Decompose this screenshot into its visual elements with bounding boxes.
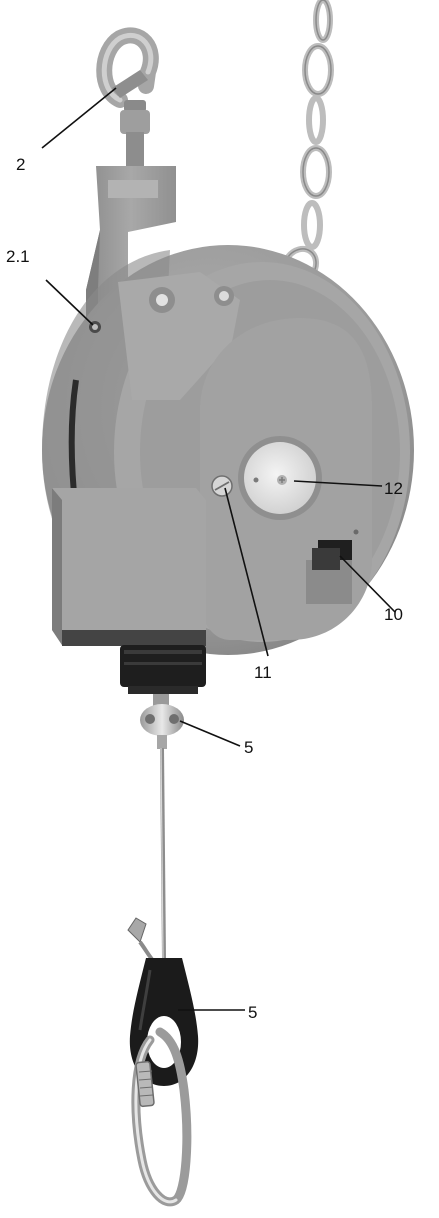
- leader-2-1: [45, 279, 94, 326]
- callout-leaders: [41, 87, 396, 1011]
- callout-label-5-bottom: 5: [248, 1003, 258, 1022]
- control-panel: [200, 318, 372, 640]
- leader-5-top: [179, 720, 241, 747]
- carabiner: [131, 1027, 192, 1207]
- lower-housing-box: [52, 488, 206, 646]
- suspension-hook: [96, 27, 159, 166]
- chain-highlight: [283, 0, 332, 284]
- callout-label-10: 10: [384, 605, 403, 624]
- cable-end-cap: [127, 917, 158, 966]
- cable-outlet: [120, 645, 206, 694]
- callout-label-12: 12: [384, 479, 403, 498]
- callout-label-2: 2: [16, 155, 26, 174]
- leader-11: [224, 487, 269, 657]
- cover-plate: [89, 272, 240, 400]
- leader-2: [41, 87, 117, 149]
- cable-stop-swivel: [140, 694, 184, 749]
- callout-label-11: 11: [254, 663, 272, 682]
- callout-label-5-top: 5: [244, 738, 254, 757]
- callout-label-2-1: 2.1: [6, 247, 30, 266]
- wire-cable: [160, 747, 166, 959]
- leader-12: [293, 480, 383, 487]
- leader-10: [339, 555, 396, 613]
